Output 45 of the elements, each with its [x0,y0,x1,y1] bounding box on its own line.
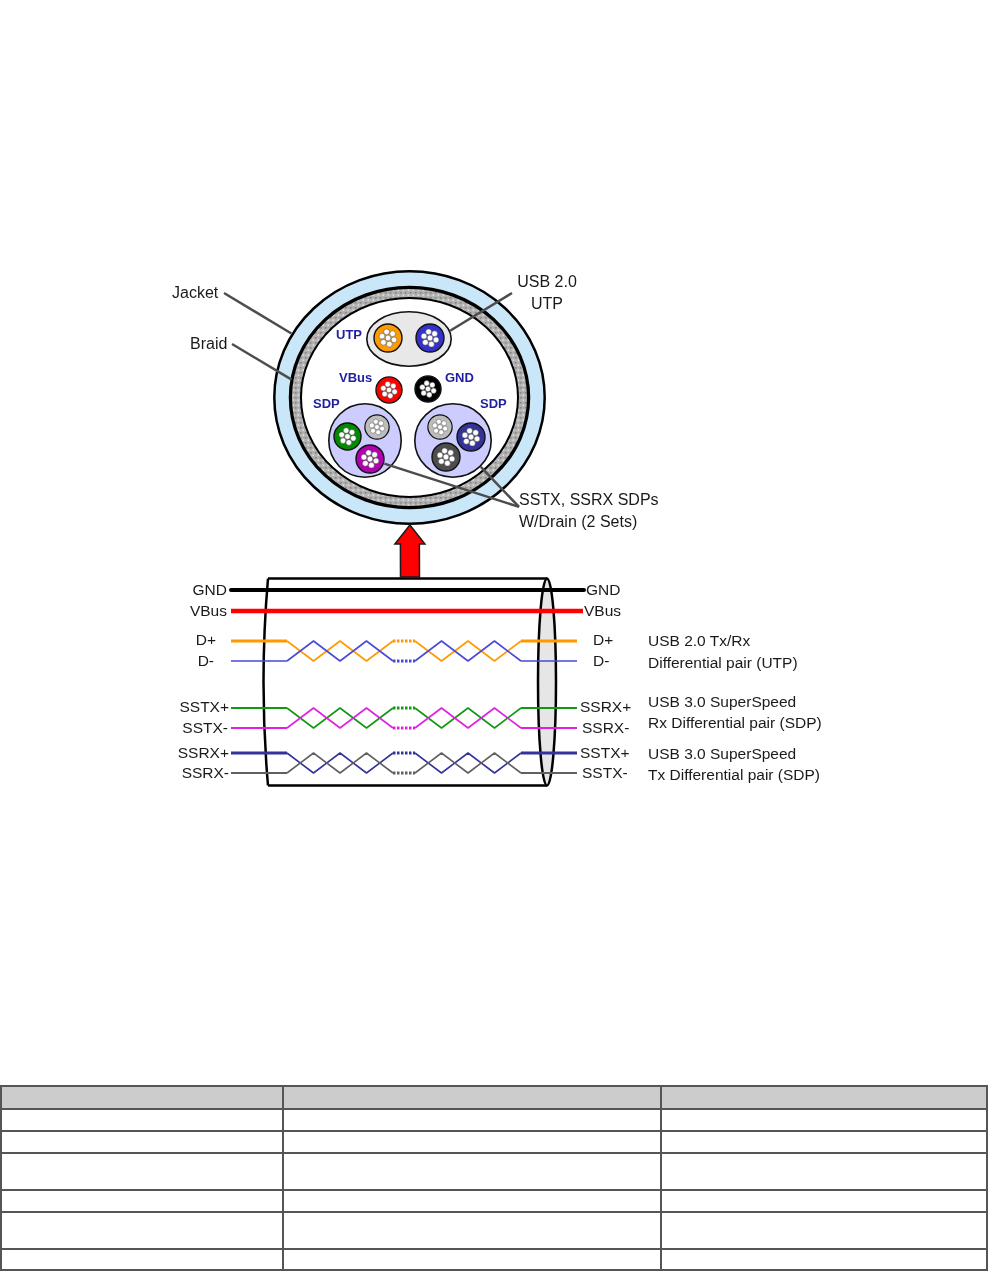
pair-label: SDP [480,396,507,412]
wire-conductor [355,444,385,474]
pin-label: D- [593,651,611,671]
wire-conductor [414,375,442,403]
wire-conductor [427,414,453,440]
conductor-label: GND [445,370,474,386]
pair-description: USB 3.0 SuperSpeed Tx Differential pair (SDP) [648,744,821,785]
leader-line [231,342,293,381]
pin-label: SSRX- [180,763,229,783]
pair-description: USB 2.0 Tx/Rx Differential pair (UTP) [648,631,799,673]
pin-label: D- [196,651,214,671]
wire-conductor [333,422,362,451]
callout-label: Braid [190,333,232,355]
conductor-label: VBus [339,370,373,386]
pin-label: D+ [593,630,615,650]
wire-conductor [373,323,403,353]
wire-conductor [431,442,461,472]
wire-conductor [364,414,390,440]
pin-label: SSRX- [582,718,631,738]
pair-description: USB 3.0 SuperSpeed Rx Differential pair (SDP) [648,692,823,733]
pin-label: VBus [584,601,623,621]
pin-label: SSTX+ [580,743,631,763]
callout-label: Jacket [172,282,224,304]
wire-conductor [415,323,445,353]
pair-label: SDP [313,396,340,412]
cable-tube [262,577,558,787]
pin-label: SSRX+ [176,743,229,763]
leader-line [479,465,520,508]
leader-line [383,462,520,509]
pin-label: D+ [194,630,216,650]
pin-label: GND [191,580,227,600]
pin-label: GND [586,580,622,600]
wire-conductor [375,376,403,404]
pin-label: VBus [188,601,227,621]
callout-label: USB 2.0 UTP [512,271,582,315]
callout-label: SSTX, SSRX SDPs W/Drain (2 Sets) [519,489,665,535]
wire-conductor [456,422,486,452]
pair-label: UTP [336,327,362,343]
pin-label: SSTX- [181,718,228,738]
block-arrow [393,523,427,578]
leader-line [223,291,293,335]
utp-pair-sleeve [366,311,452,367]
pin-label: SSTX+ [178,697,229,717]
pin-label: SSRX+ [580,697,633,717]
pin-label: SSTX- [582,763,629,783]
